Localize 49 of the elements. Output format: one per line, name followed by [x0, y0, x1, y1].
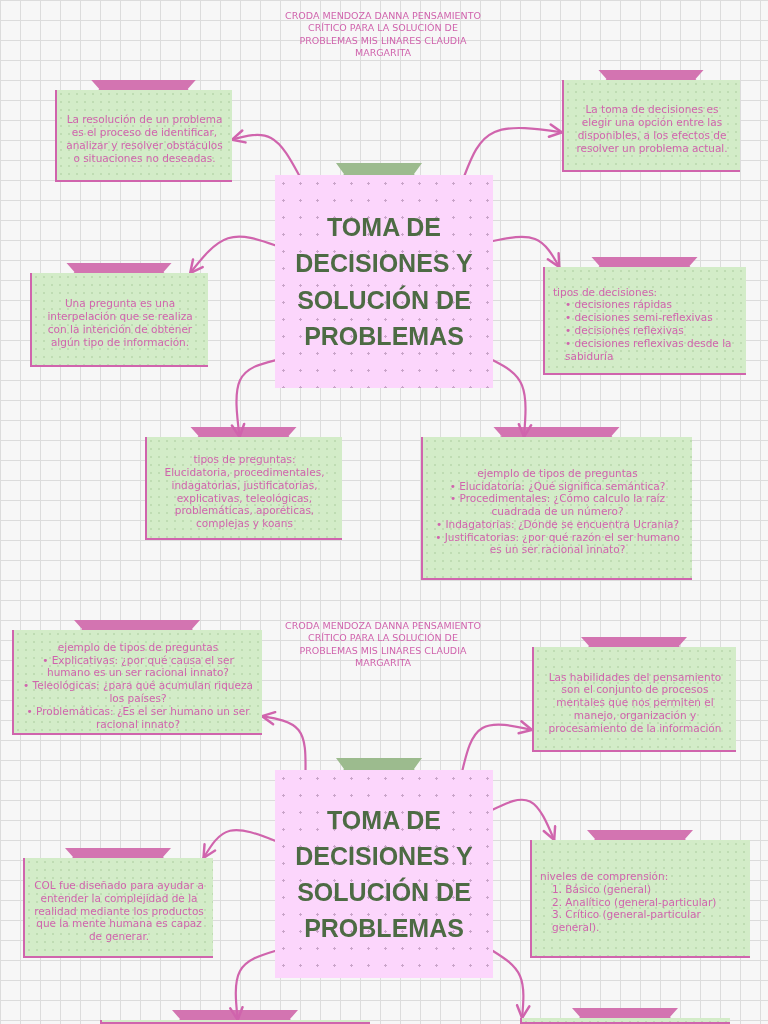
list-item: • Procedimentales: ¿Cómo calculo la raíz cuadrada de un número? — [448, 492, 666, 518]
card-heading: tipos de decisiones: — [553, 285, 659, 299]
list-item: • Teleológicas: ¿para qué acumulan riqueza los países? — [22, 679, 254, 705]
note-card — [562, 80, 740, 172]
list-item: 3. Crítico (general-particular general). — [551, 908, 702, 934]
list-item: • Explicativas: ¿por qué causa el ser humano es un ser racional innato? — [41, 653, 235, 680]
main-title: TOMA DE DECISIONES Y SOLUCIÓN DE PROBLEMAS — [294, 804, 474, 945]
curved-arrow — [229, 949, 277, 1022]
author-header: CRODA MENDOZA DANNA PENSAMIENTO CRÍTICO PARA LA SOLUCIÓN DE PROBLEMAS MIS LINARES CLAUDIA MARGARITA — [284, 10, 482, 60]
list-item: • Indagatorias: ¿Dónde se encuentra Ucrania? — [434, 517, 681, 531]
curved-arrow — [461, 720, 534, 772]
cut-off-card — [520, 1018, 730, 1024]
note-card — [12, 630, 262, 735]
list-item: • decisiones rápidas — [564, 298, 673, 312]
card-heading: ejemplo de tipos de preguntas — [476, 466, 639, 480]
card-heading: niveles de comprensión: — [540, 870, 670, 883]
list-item: • decisiones reflexivas — [564, 324, 685, 337]
cut-off-card — [100, 1020, 370, 1024]
note-card — [421, 437, 692, 580]
curved-arrow — [202, 828, 277, 860]
note-card — [23, 858, 213, 958]
note-card — [543, 267, 746, 375]
title-card — [275, 175, 493, 388]
title-card — [275, 770, 493, 978]
author-header: CRODA MENDOZA DANNA PENSAMIENTO CRÍTICO PARA LA SOLUCIÓN DE PROBLEMAS MIS LINARES CLAUDIA MARGARITA — [284, 620, 482, 670]
curved-arrow — [463, 123, 564, 177]
curved-arrow — [188, 235, 277, 275]
card-text: La toma de decisiones es elegir una opción entre las disponibles, a los efectos de resolver un problema actual. — [575, 103, 729, 155]
list-item: • decisiones semi-reflexivas — [564, 311, 714, 324]
note-card — [532, 647, 736, 752]
list-item: • Justificatorias: ¿por qué razón el ser humano es un ser racional innato? — [434, 530, 681, 557]
list-item: 1. Básico (general) — [551, 882, 653, 896]
card-heading: tipos de preguntas: — [192, 453, 297, 466]
card-text: Una pregunta es una interpelación que se realiza con la intención de obtener algún tipo de información. — [46, 297, 194, 349]
note-card — [530, 840, 750, 958]
note-card — [55, 90, 232, 182]
main-title: TOMA DE DECISIONES Y SOLUCIÓN DE PROBLEMAS — [294, 212, 474, 352]
note-card — [145, 437, 342, 540]
curved-arrow — [230, 359, 277, 439]
list-item: • decisiones reflexivas desde la sabiduría — [564, 336, 733, 363]
card-text: Las habilidades del pensamiento son el conjunto de procesos mentales que nos permiten el manejo, organización y procesamiento de la información — [547, 670, 723, 735]
list-item: 2. Analítico (general-particular) — [551, 895, 718, 909]
list-item: • Problemáticas: ¿Es el ser humano un ser racional innato? — [25, 704, 251, 731]
card-text: Elucidatoria, procedimentales, indagatorias, justificatorias, explicativas, teleológicas, problemáticas, aporéticas, complejas y koans — [163, 465, 326, 530]
note-card — [30, 273, 208, 367]
card-text: COL fue diseñado para ayudar a entender la complejidad de la realidad mediante los productos que la mente humana es capaz de generar. — [33, 879, 205, 943]
list-item: • Elucidatoria: ¿Qué significa semántica? — [448, 479, 667, 493]
card-heading: ejemplo de tipos de preguntas — [56, 640, 220, 654]
card-text: La resolución de un problema es el proceso de identificar, analizar y resolver obstáculos o situaciones no deseadas. — [65, 113, 224, 165]
